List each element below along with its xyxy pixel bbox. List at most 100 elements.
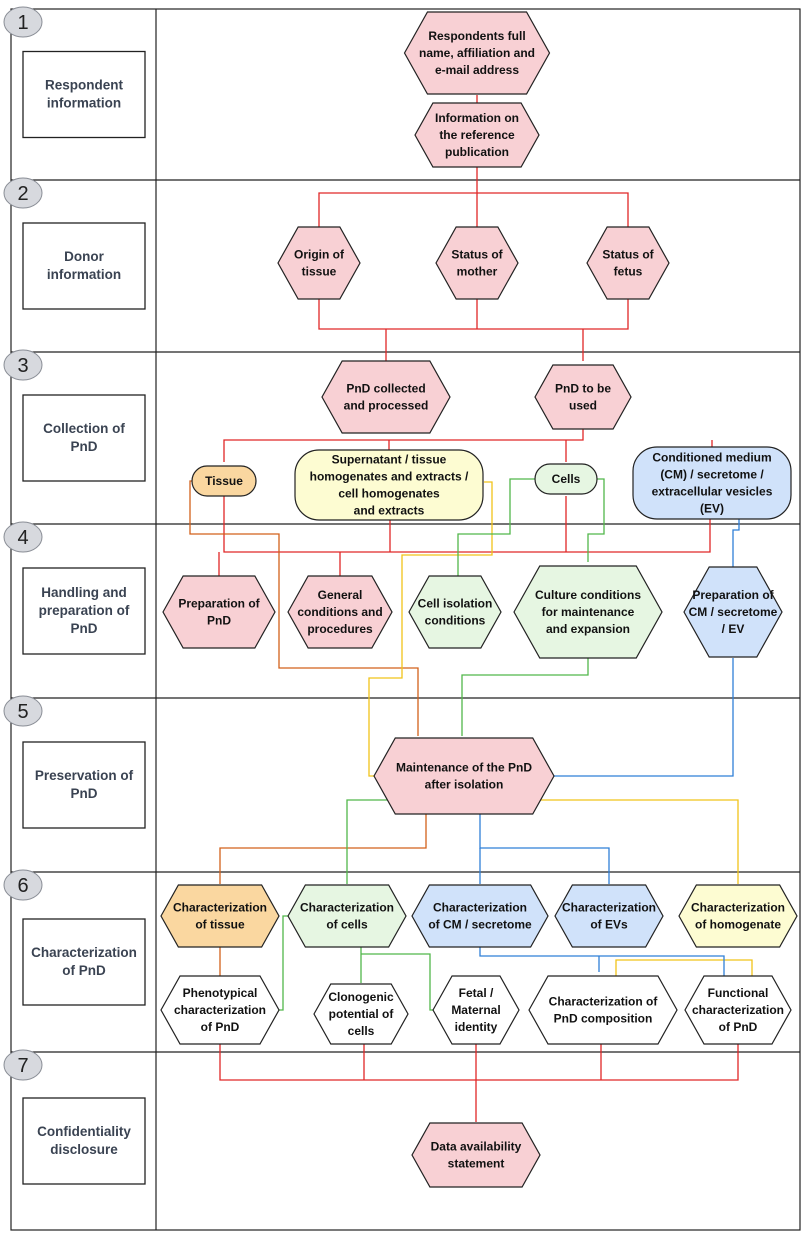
section-number-badge	[3, 695, 43, 727]
node-label: Tissue	[205, 474, 243, 488]
section-number-badge	[3, 349, 43, 381]
node-tissue: Tissue	[191, 465, 257, 497]
connector-line	[318, 299, 629, 330]
connector-line	[368, 481, 493, 777]
connector-line	[585, 478, 605, 562]
node-shape	[534, 364, 632, 430]
node-label: Conditioned medium(CM) / secretome /extr…	[652, 451, 773, 516]
connector-line	[223, 496, 711, 553]
section-number-badge	[3, 177, 43, 209]
section-number: 1	[17, 12, 28, 34]
section-number: 4	[17, 527, 28, 549]
section-number: 5	[17, 701, 28, 723]
node-shape	[191, 465, 257, 497]
connector-line	[189, 480, 419, 736]
connector-line	[738, 959, 753, 978]
node-shape	[678, 884, 798, 948]
node-shape	[684, 975, 792, 1045]
node-shape	[321, 360, 451, 434]
section-label-box	[22, 50, 146, 139]
node-shape	[683, 566, 783, 658]
node-shape	[287, 884, 407, 948]
node-shape	[403, 11, 551, 95]
section-label-box	[22, 918, 146, 1006]
section-number-badge	[3, 521, 43, 553]
connector-line	[219, 814, 427, 884]
section-number: 3	[17, 355, 28, 377]
connector-line	[361, 953, 433, 1011]
section-label-box	[22, 567, 146, 655]
connector-line	[278, 915, 298, 1011]
section-label-box	[22, 222, 146, 310]
node-shape	[534, 463, 598, 495]
connector-line	[219, 1044, 739, 1081]
connector-line	[461, 658, 589, 736]
node-shape	[528, 975, 678, 1045]
section-label-box	[22, 1097, 146, 1185]
connector-line	[318, 167, 478, 227]
node-shape	[435, 226, 519, 300]
connector-line	[732, 519, 740, 568]
node-shape	[432, 975, 520, 1045]
section-number-badge	[3, 6, 43, 38]
connector-line	[479, 946, 725, 978]
node-cells: Cells	[534, 463, 598, 495]
section-number: 2	[17, 183, 28, 205]
node-shape	[554, 884, 664, 948]
node-shape	[408, 575, 502, 649]
section-label-box	[22, 741, 146, 829]
node-shape	[411, 1122, 541, 1188]
section-number-badge	[3, 1049, 43, 1081]
node-shape	[160, 975, 280, 1045]
section-number: 6	[17, 875, 28, 897]
node-shape	[162, 575, 276, 649]
node-shape	[414, 102, 540, 168]
